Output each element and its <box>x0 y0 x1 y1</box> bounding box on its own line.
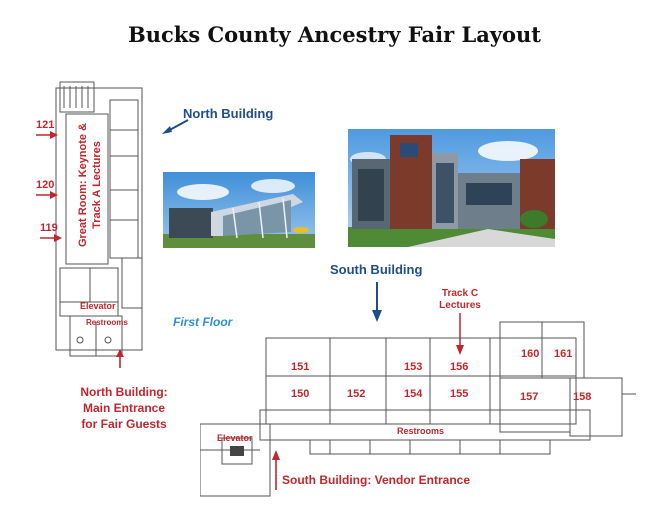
south-building-arrow <box>372 282 382 322</box>
room-154-label: 154 <box>404 388 423 400</box>
south-building-label: South Building <box>330 262 423 277</box>
south-building-plan <box>200 321 636 497</box>
great-room-line-1: Great Room: Keynote & <box>77 122 89 248</box>
north-building-plan <box>55 81 143 368</box>
north-entrance-line-1: North Building: <box>80 385 168 399</box>
room-121-arrow <box>36 131 58 139</box>
room-150-label: 150 <box>291 388 310 400</box>
room-151-label: 151 <box>291 361 310 373</box>
track-c-line-1: Track C <box>441 288 479 299</box>
track-c-label: Track C Lectures <box>432 288 488 312</box>
page-title: Bucks County Ancestry Fair Layout <box>127 22 542 47</box>
north-entrance-label: North Building: Main Entrance for Fair G… <box>74 384 174 432</box>
track-c-line-2: Lectures <box>439 300 481 311</box>
room-120-arrow <box>36 191 58 199</box>
first-floor-label: First Floor <box>173 315 233 329</box>
room-121-label: 121 <box>36 119 55 131</box>
room-157-label: 157 <box>520 391 539 403</box>
south-entrance-label: South Building: Vendor Entrance <box>282 473 471 487</box>
room-152-label: 152 <box>347 388 366 400</box>
room-119-arrow <box>40 234 62 242</box>
south-building-photo-art <box>348 135 555 247</box>
north-entrance-line-3: for Fair Guests <box>81 417 167 431</box>
north-building-arrow <box>162 119 189 134</box>
room-153-label: 153 <box>404 361 423 373</box>
north-elevator-label: Elevator <box>80 301 116 311</box>
room-158-label: 158 <box>573 391 592 403</box>
room-119-label: 119 <box>40 222 58 234</box>
room-160-label: 160 <box>521 348 540 360</box>
north-building-photo <box>163 172 315 248</box>
room-161-label: 161 <box>554 348 573 360</box>
north-restrooms-label: Restrooms <box>86 318 128 327</box>
south-elevator-label: Elevator <box>217 433 253 443</box>
room-155-label: 155 <box>450 388 469 400</box>
south-restrooms-label: Restrooms <box>397 426 445 436</box>
great-room-label: Great Room: Keynote & Track A Lectures <box>76 110 110 260</box>
north-entrance-line-2: Main Entrance <box>82 401 166 415</box>
north-building-photo-art <box>163 179 315 248</box>
south-building-photo <box>348 129 555 247</box>
room-120-label: 120 <box>36 179 55 191</box>
room-156-label: 156 <box>450 361 469 373</box>
track-c-arrow <box>456 313 464 355</box>
north-building-label: North Building <box>183 106 274 121</box>
great-room-line-2: Track A Lectures <box>91 141 103 229</box>
